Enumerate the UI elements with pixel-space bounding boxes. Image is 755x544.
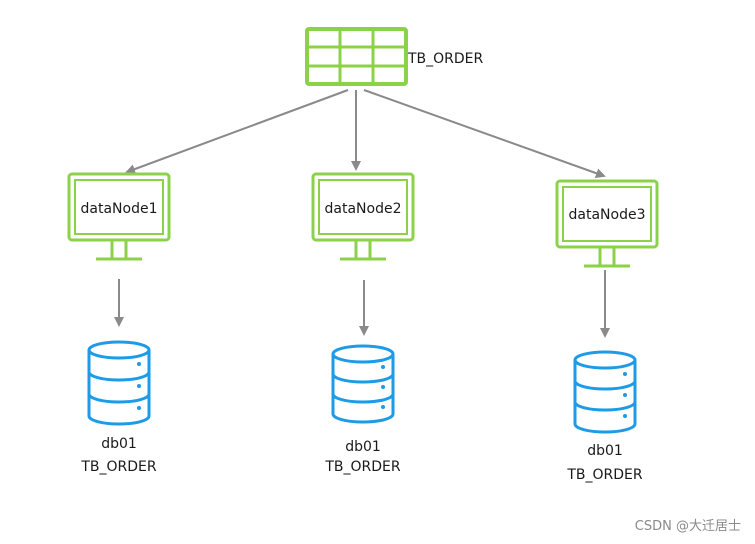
- database-icon: [331, 344, 395, 424]
- database-icon: [87, 340, 151, 426]
- arrow-to-node1: [125, 89, 349, 174]
- monitor-icon: [311, 172, 415, 261]
- db1-table: TB_ORDER: [81, 459, 157, 475]
- db3-name: db01: [587, 443, 623, 459]
- monitor-icon: [67, 172, 171, 261]
- node2-label: dataNode2: [324, 201, 402, 217]
- monitor-icon: [555, 179, 659, 268]
- node3-label: dataNode3: [568, 207, 646, 223]
- watermark: CSDN @大迁居士: [634, 519, 741, 534]
- arrow-to-node3: [363, 89, 606, 179]
- db2-table: TB_ORDER: [325, 459, 401, 475]
- db2-name: db01: [345, 439, 381, 455]
- node1-label: dataNode1: [80, 201, 158, 217]
- database-icon: [573, 350, 637, 434]
- table-label: TB_ORDER: [408, 51, 484, 67]
- db3-table: TB_ORDER: [567, 467, 643, 483]
- db1-name: db01: [101, 436, 137, 452]
- table-grid-icon: [305, 27, 408, 86]
